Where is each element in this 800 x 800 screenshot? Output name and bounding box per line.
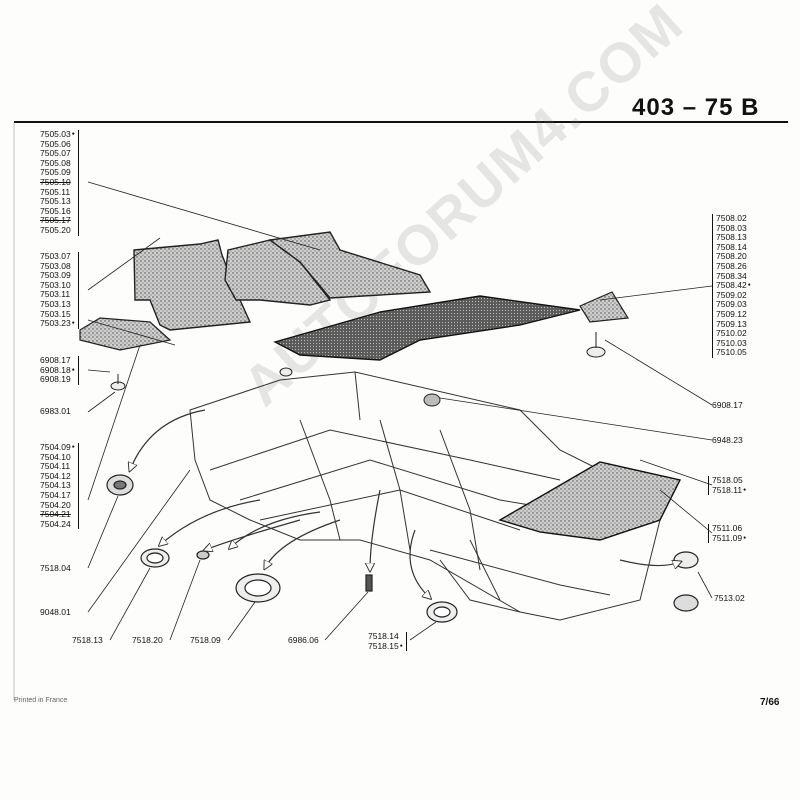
part-number: 7504.10 — [40, 451, 71, 462]
part-label: 7513.02 — [714, 593, 745, 603]
part-number: 7508.34 — [716, 270, 747, 281]
part-number: 6908.17 — [40, 355, 71, 365]
leader-lines — [87, 181, 713, 641]
part-number: 7508.03 — [716, 222, 747, 233]
part-number: 7510.03 — [716, 337, 747, 348]
part-number: 7510.05 — [716, 347, 747, 358]
part-label: 6948.23 — [712, 435, 743, 445]
part-group-front-floor: 7508.02 7508.03 7508.13 7508.14 7508.20 … — [712, 213, 751, 358]
rear-mat-right — [268, 231, 432, 299]
part-number: 7503.07 — [40, 251, 71, 261]
trunk-mat — [498, 461, 682, 541]
part-number: 7509.12 — [716, 308, 747, 319]
part-number: 7503.15 — [40, 308, 71, 319]
front-floor-mat — [273, 295, 581, 361]
part-number: 7503.23 — [40, 319, 75, 329]
part-group-trunk-mat: 7511.06 7511.09 — [708, 523, 746, 544]
part-label: 6983.01 — [40, 406, 71, 416]
part-number: 7509.02 — [716, 289, 747, 300]
corner-mat — [579, 291, 630, 323]
part-number: 7508.42 — [716, 281, 751, 291]
part-number: 7505.11 — [40, 186, 71, 197]
header-rule — [14, 121, 788, 123]
part-number: 7505.09 — [40, 167, 71, 178]
part-number: 7503.13 — [40, 298, 71, 309]
part-number: 7504.24 — [40, 518, 71, 529]
part-label: 7518.13 — [72, 635, 103, 645]
part-label: 6986.06 — [288, 635, 319, 645]
part-number: 7504.12 — [40, 470, 71, 481]
part-label: 7518.09 — [190, 635, 221, 645]
rear-mat-left — [133, 239, 252, 331]
part-number: 6908.18 — [40, 365, 75, 376]
part-number: 7504.21 — [40, 509, 71, 520]
part-number: 7503.09 — [40, 270, 71, 281]
part-number: 7503.10 — [40, 279, 71, 290]
part-number: 6908.19 — [40, 374, 71, 385]
clip-6908 — [110, 332, 606, 407]
part-label: 9048.01 — [40, 607, 71, 617]
part-number: 7505.13 — [40, 196, 71, 207]
printed-note: Printed in France — [14, 697, 68, 704]
part-number: 7505.06 — [40, 138, 71, 149]
part-number: 7510.02 — [716, 328, 747, 339]
part-number: 7505.20 — [40, 224, 71, 235]
part-number: 7504.09 — [40, 442, 75, 453]
part-label: 7518.04 — [40, 563, 71, 573]
part-number: 7518.15 — [368, 641, 403, 652]
part-number: 7505.03 — [40, 129, 75, 140]
part-number: 7504.13 — [40, 480, 71, 491]
part-number: 7504.11 — [40, 461, 71, 472]
part-number: 7518.14 — [368, 631, 399, 641]
part-group-clip: 6908.17 6908.18 6908.19 — [40, 355, 79, 385]
part-group-rear-mat: 7503.07 7503.08 7503.09 7503.10 7503.11 … — [40, 251, 79, 329]
part-group-grommet: 7518.14 7518.15 — [368, 631, 407, 652]
part-number: 7504.20 — [40, 499, 71, 510]
small-mat — [79, 317, 172, 351]
part-group-trunk-plug: 7518.05 7518.11 — [708, 475, 746, 496]
part-number: 7503.11 — [40, 289, 71, 300]
part-group-front-mat: 7504.09 7504.10 7504.11 7504.12 7504.13 … — [40, 442, 79, 530]
part-number: 7504.17 — [40, 489, 71, 500]
part-number: 7505.08 — [40, 157, 71, 168]
part-number: 7509.13 — [716, 318, 747, 329]
part-number: 7508.26 — [716, 260, 747, 271]
part-number: 7505.10 — [40, 176, 71, 187]
assembly-arrows — [130, 409, 680, 598]
part-number: 7508.02 — [716, 213, 747, 223]
part-number: 7508.14 — [716, 241, 747, 252]
part-number: 7503.08 — [40, 260, 71, 271]
floor-pan — [189, 371, 661, 621]
part-number: 7518.11 — [712, 485, 746, 496]
part-label: 7518.20 — [132, 635, 163, 645]
part-number: 7511.06 — [712, 523, 743, 533]
part-number: 7511.09 — [712, 533, 746, 544]
page-number: 7/66 — [760, 697, 780, 708]
part-number: 7505.16 — [40, 205, 71, 216]
page-title: 403 – 75 B — [632, 94, 760, 121]
part-number: 7508.20 — [716, 251, 747, 262]
part-label: 6908.17 — [712, 400, 743, 410]
part-number: 7505.07 — [40, 148, 71, 159]
part-number: 7518.05 — [712, 475, 743, 485]
part-number: 7505.17 — [40, 215, 71, 226]
part-number: 7509.03 — [716, 299, 747, 310]
grommets — [106, 474, 699, 623]
part-group-floor-mat-rear: 7505.03 7505.06 7505.07 7505.08 7505.09 … — [40, 129, 79, 236]
part-number: 7508.13 — [716, 232, 747, 243]
